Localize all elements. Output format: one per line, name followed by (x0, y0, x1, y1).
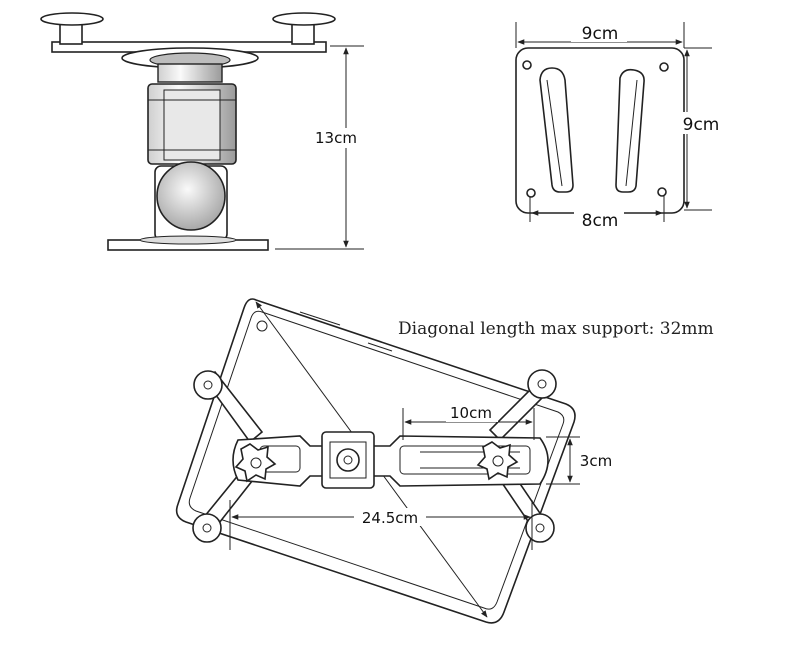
right-knob-icon (476, 441, 519, 481)
side-view: 13cm (40, 12, 366, 251)
side-height-label: 13cm (315, 129, 357, 147)
left-knob-icon (234, 443, 277, 483)
plate-view: 9cm 9cm 8cm (515, 22, 724, 232)
hole-icon (659, 62, 669, 72)
left-pad (40, 12, 104, 26)
plate-height-label: 9cm (683, 115, 720, 135)
hole-spacing-label: 8cm (582, 211, 619, 231)
hole-icon (522, 60, 532, 70)
left-slot (539, 67, 574, 193)
slot-height-label: 3cm (580, 452, 612, 470)
slot-length-label: 10cm (450, 404, 492, 422)
plate-width-label: 9cm (582, 24, 619, 44)
hole-icon (657, 187, 667, 197)
adjust-slot (399, 445, 531, 475)
right-pad (272, 12, 336, 26)
hole-icon (526, 188, 536, 198)
span-label: 24.5cm (362, 509, 418, 527)
right-slot (615, 68, 645, 193)
ball-joint (156, 161, 226, 231)
diagonal-note: Diagonal length max support: 32mm (398, 319, 714, 339)
bracket-view: 10cm 3cm 24.5cm Diagonal length max supp… (175, 298, 714, 624)
